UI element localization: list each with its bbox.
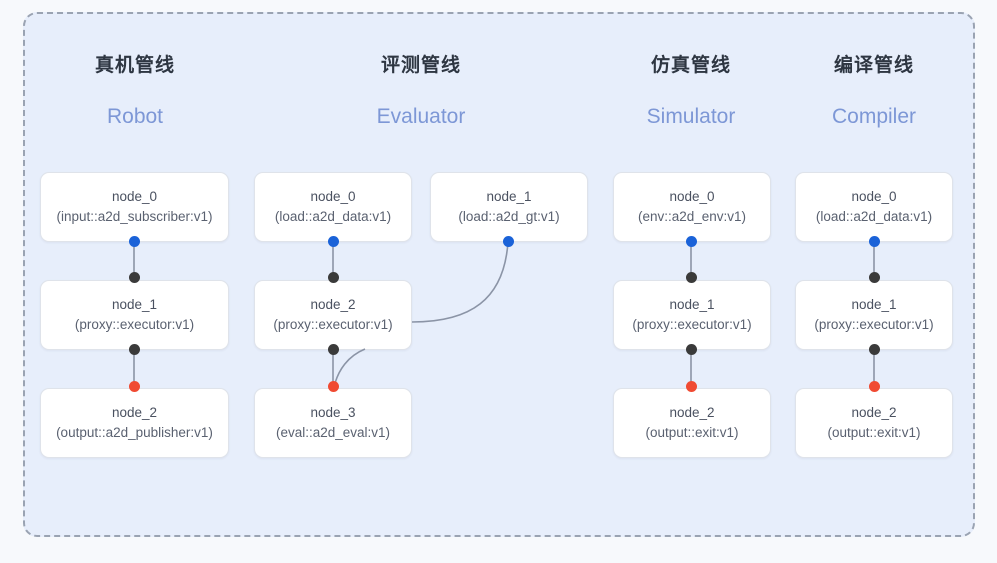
node-card[interactable]: node_0 (env::a2d_env:v1) — [613, 172, 771, 242]
pipeline-header-compiler: 编译管线 Compiler — [779, 52, 969, 132]
pipeline-title-cn: 仿真管线 — [650, 55, 731, 76]
node-name: node_1 — [851, 297, 897, 312]
node-type: (load::a2d_data:v1) — [274, 209, 392, 224]
port-dot-proxy-out[interactable] — [129, 344, 140, 355]
pipeline-title-en: Evaluator — [376, 105, 466, 128]
node-type: (env::a2d_env:v1) — [637, 209, 747, 224]
port-dot-input[interactable] — [129, 236, 140, 247]
port-dot-output[interactable] — [328, 381, 339, 392]
node-name: node_2 — [111, 405, 158, 420]
node-type: (proxy::executor:v1) — [814, 317, 934, 332]
node-card[interactable]: node_1 (load::a2d_gt:v1) — [430, 172, 588, 242]
node-card[interactable]: node_3 (eval::a2d_eval:v1) — [254, 388, 412, 458]
node-card[interactable]: node_1 (proxy::executor:v1) — [40, 280, 229, 350]
pipeline-column-simulator: 仿真管线 Simulator — [596, 52, 786, 132]
port-dot-input[interactable] — [686, 236, 697, 247]
node-card[interactable]: node_2 (output::exit:v1) — [795, 388, 953, 458]
pipeline-column-compiler: 编译管线 Compiler — [779, 52, 969, 132]
port-dot-proxy-out[interactable] — [686, 344, 697, 355]
node-type: (eval::a2d_eval:v1) — [275, 425, 391, 440]
node-name: node_0 — [669, 189, 715, 204]
pipeline-title-en: Robot — [106, 105, 164, 128]
pipeline-header-simulator: 仿真管线 Simulator — [596, 52, 786, 132]
node-card[interactable]: node_0 (load::a2d_data:v1) — [254, 172, 412, 242]
node-name: node_2 — [851, 405, 897, 420]
pipeline-title-cn: 评测管线 — [380, 55, 461, 76]
port-dot-input[interactable] — [503, 236, 514, 247]
node-type: (load::a2d_data:v1) — [815, 209, 933, 224]
port-dot-proxy-in[interactable] — [328, 272, 339, 283]
pipeline-column-robot: 真机管线 Robot — [40, 52, 230, 132]
pipeline-title-en: Simulator — [646, 105, 736, 128]
node-name: node_2 — [669, 405, 715, 420]
node-name: node_0 — [310, 189, 356, 204]
pipeline-header-evaluator: 评测管线 Evaluator — [326, 52, 516, 132]
node-type: (proxy::executor:v1) — [632, 317, 752, 332]
node-type: (output::a2d_publisher:v1) — [56, 425, 213, 440]
node-type: (proxy::executor:v1) — [74, 317, 195, 332]
port-dot-proxy-in[interactable] — [686, 272, 697, 283]
port-dot-proxy-out[interactable] — [869, 344, 880, 355]
node-name: node_0 — [851, 189, 897, 204]
node-card[interactable]: node_1 (proxy::executor:v1) — [613, 280, 771, 350]
node-type: (input::a2d_subscriber:v1) — [56, 209, 213, 224]
node-type: (output::exit:v1) — [645, 425, 739, 440]
pipeline-column-evaluator: 评测管线 Evaluator — [326, 52, 516, 132]
port-dot-output[interactable] — [686, 381, 697, 392]
port-dot-proxy-out[interactable] — [328, 344, 339, 355]
port-dot-input[interactable] — [869, 236, 880, 247]
node-name: node_0 — [111, 189, 158, 204]
port-dot-proxy-in[interactable] — [129, 272, 140, 283]
node-card[interactable]: node_1 (proxy::executor:v1) — [795, 280, 953, 350]
port-dot-proxy-in[interactable] — [869, 272, 880, 283]
node-name: node_1 — [486, 189, 532, 204]
pipeline-title-cn: 真机管线 — [94, 55, 175, 76]
node-card[interactable]: node_0 (load::a2d_data:v1) — [795, 172, 953, 242]
port-dot-input[interactable] — [328, 236, 339, 247]
node-name: node_1 — [111, 297, 158, 312]
node-name: node_2 — [310, 297, 356, 312]
port-dot-output[interactable] — [129, 381, 140, 392]
port-dot-output[interactable] — [869, 381, 880, 392]
pipeline-title-en: Compiler — [831, 105, 917, 128]
node-card[interactable]: node_2 (output::exit:v1) — [613, 388, 771, 458]
node-card[interactable]: node_2 (output::a2d_publisher:v1) — [40, 388, 229, 458]
pipeline-title-cn: 编译管线 — [833, 55, 914, 76]
node-type: (output::exit:v1) — [827, 425, 921, 440]
node-type: (proxy::executor:v1) — [273, 317, 393, 332]
pipeline-header-robot: 真机管线 Robot — [40, 52, 230, 132]
node-card[interactable]: node_2 (proxy::executor:v1) — [254, 280, 412, 350]
node-card[interactable]: node_0 (input::a2d_subscriber:v1) — [40, 172, 229, 242]
node-name: node_1 — [669, 297, 715, 312]
node-type: (load::a2d_gt:v1) — [458, 209, 560, 224]
node-name: node_3 — [310, 405, 356, 420]
